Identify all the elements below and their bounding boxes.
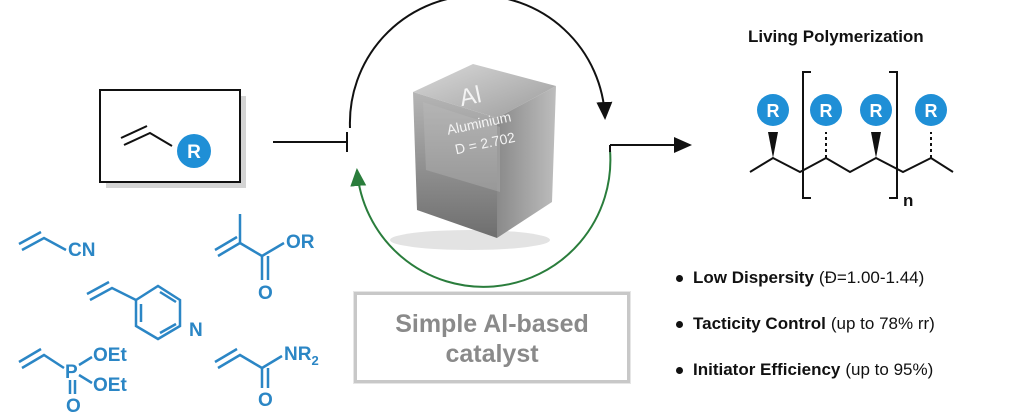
catalyst-line-1: Simple Al-based [395,310,589,338]
feature-item: Initiator Efficiency (up to 95%) [676,360,935,406]
monomer-box: R [99,89,246,188]
bullet-icon [676,275,683,282]
feature-list: Low Dispersity (Đ=1.00-1.44) Tacticity C… [676,268,935,406]
polymer-r-circle [915,94,947,126]
phosphonate-structure [18,347,93,394]
ester-o-label: O [258,283,273,304]
cn-label: CN [68,240,95,261]
nr2-label: NR2 [284,344,319,368]
or-label: OR [286,232,315,253]
polymer-r-circle [810,94,842,126]
repeat-subscript: n [903,191,913,210]
feature-label: Low Dispersity [693,268,814,287]
polymer-r-groups: R R R R n [757,94,947,210]
section-title: Living Polymerization [748,27,924,46]
feature-detail: (up to 78% rr) [830,314,935,333]
r-group-circle [177,134,211,168]
acrylonitrile-structure [18,230,67,252]
catalyst-line-2: catalyst [445,340,539,368]
acrylamide-structure [214,347,283,388]
polymer-r-circle [860,94,892,126]
feature-detail: (up to 95%) [845,360,934,379]
r-group-label: R [187,142,201,163]
polymer-r-label: R [925,101,938,121]
feature-label: Initiator Efficiency [693,360,841,379]
catalyst-callout: Simple Al-based catalyst [354,292,630,383]
bullet-icon [676,321,683,328]
bullet-icon [676,367,683,374]
feature-item: Low Dispersity (Đ=1.00-1.44) [676,268,935,314]
polymer-r-label: R [767,101,780,121]
methacrylate-structure [214,214,285,280]
pyridine-n-label: N [189,320,203,341]
cycle-arrow-green [350,149,612,288]
cycle-arrow-black [348,0,613,129]
polymer-structure [749,71,954,199]
vinyl-bond [123,131,173,147]
polymer-r-label: R [870,101,883,121]
polymer-r-label: R [820,101,833,121]
oet1-label: OEt [93,345,127,366]
aluminium-cube: Al Aluminium D = 2.702 [390,64,556,250]
vinylpyridine-structure [86,280,182,341]
oet2-label: OEt [93,375,127,396]
feature-detail: (Đ=1.00-1.44) [818,268,925,287]
feature-label: Tacticity Control [693,314,826,333]
amide-o-label: O [258,390,273,411]
phosphonate-o-label: O [66,396,81,417]
feature-item: Tacticity Control (up to 78% rr) [676,314,935,360]
polymer-r-circle [757,94,789,126]
p-label: P [65,362,78,383]
